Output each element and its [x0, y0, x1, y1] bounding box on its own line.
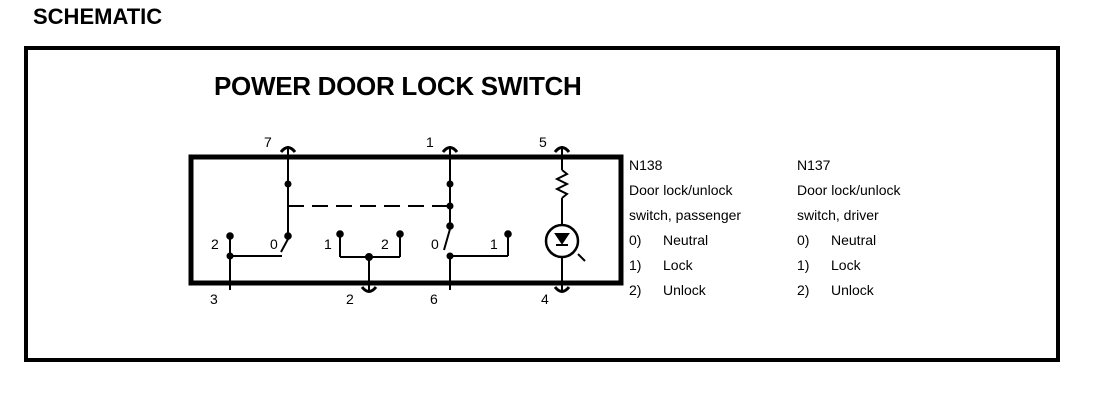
legend-position: 2) Unlock	[629, 278, 741, 303]
position-label: Neutral	[831, 232, 877, 248]
position-number: 2)	[629, 282, 642, 298]
contact-label: 1	[324, 236, 332, 252]
position-label: Neutral	[663, 232, 709, 248]
pin-label-7: 7	[264, 134, 272, 150]
position-number: 0)	[629, 232, 642, 248]
legend-description: Door lock/unlock	[797, 182, 901, 198]
contact-label: 1	[490, 236, 498, 252]
illumination-circuit	[544, 146, 586, 293]
pin-label-2: 2	[346, 291, 354, 307]
legend-position: 1) Lock	[797, 253, 901, 278]
switch-section-left	[226, 146, 297, 290]
pin-label-3: 3	[210, 291, 218, 307]
diagram-title: POWER DOOR LOCK SWITCH	[214, 71, 582, 101]
legend-position: 0) Neutral	[629, 228, 741, 253]
position-label: Unlock	[831, 282, 874, 298]
legend-description: Door lock/unlock	[629, 182, 733, 198]
legend-description: switch, passenger	[629, 207, 742, 223]
legend-driver: N137 Door lock/unlock switch, driver 0) N…	[797, 153, 901, 303]
contact-label: 2	[211, 236, 219, 252]
contact-label: 0	[431, 236, 439, 252]
pin-label-4: 4	[541, 291, 549, 307]
legend-position: 2) Unlock	[797, 278, 901, 303]
position-label: Lock	[663, 257, 693, 273]
schematic-frame	[24, 46, 1060, 362]
position-number: 2)	[797, 282, 810, 298]
position-label: Unlock	[663, 282, 706, 298]
pin-label-5: 5	[539, 134, 547, 150]
pin-label-1: 1	[426, 134, 434, 150]
legend-code: N138	[629, 157, 663, 173]
position-number: 0)	[797, 232, 810, 248]
switch-section-right	[441, 146, 512, 290]
position-number: 1)	[629, 257, 642, 273]
page-title: SCHEMATIC	[33, 4, 163, 29]
position-number: 1)	[797, 257, 810, 273]
position-label: Lock	[831, 257, 861, 273]
legend-position: 0) Neutral	[797, 228, 901, 253]
switch-section-middle	[336, 230, 404, 293]
legend-position: 1) Lock	[629, 253, 741, 278]
pin-label-6: 6	[430, 291, 438, 307]
contact-label: 2	[381, 236, 389, 252]
contact-label: 0	[270, 236, 278, 252]
legend-code: N137	[797, 157, 831, 173]
switch-housing	[188, 154, 624, 286]
legend-description: switch, driver	[797, 207, 879, 223]
legend-passenger: N138 Door lock/unlock switch, passenger …	[629, 153, 741, 303]
